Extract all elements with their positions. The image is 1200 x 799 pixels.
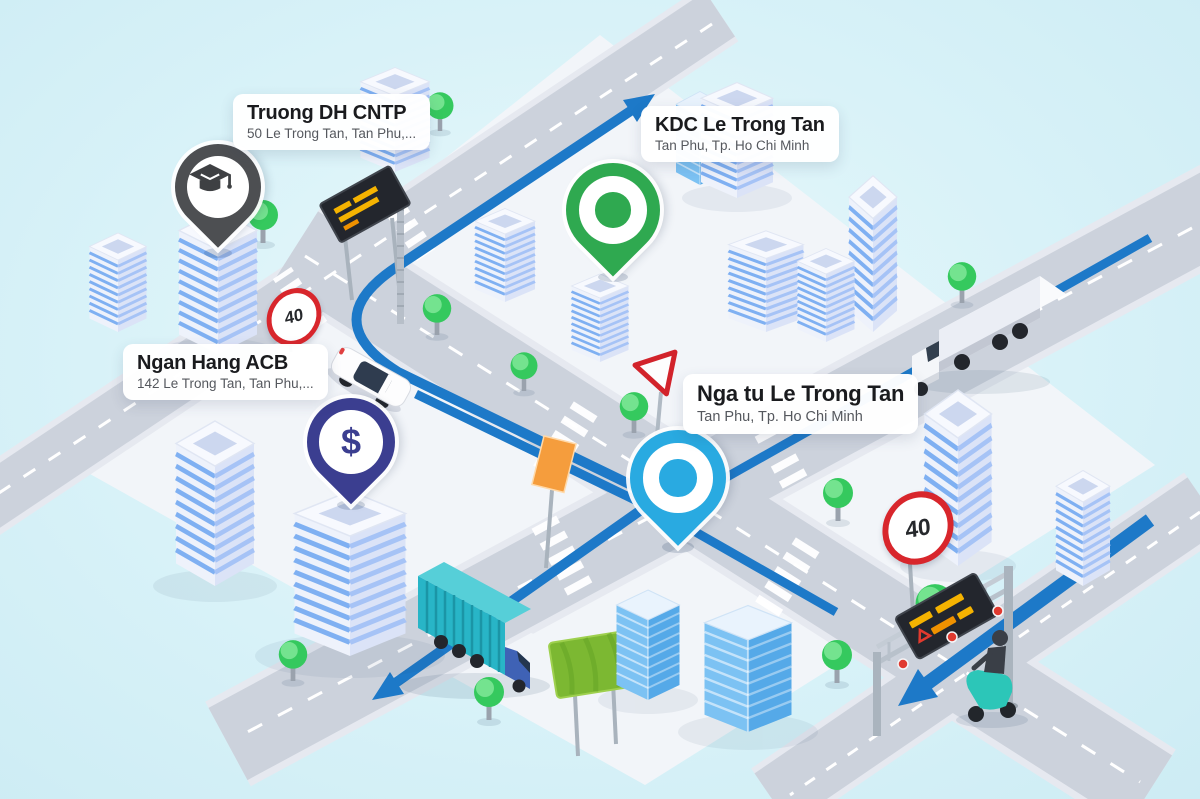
kdc-pin[interactable]: [546, 143, 680, 277]
box-truck: [910, 276, 1066, 396]
pin-face: [187, 156, 249, 218]
container-truck: [400, 562, 550, 699]
poi-subtitle: 50 Le Trong Tan, Tan Phu,...: [247, 126, 417, 142]
poi-card-kdc[interactable]: KDC Le Trong Tan Tan Phu, Tp. Ho Chi Min…: [641, 106, 839, 163]
graduation-cap-icon: [189, 164, 232, 192]
building: [569, 272, 631, 364]
poi-card-university[interactable]: Truong DH CNTP 50 Le Trong Tan, Tan Phu,…: [233, 94, 431, 151]
building: [295, 491, 406, 656]
poi-title: Nga tu Le Trong Tan: [697, 381, 905, 406]
university-pin[interactable]: [157, 126, 279, 248]
poi-title: KDC Le Trong Tan: [655, 114, 825, 136]
poi-subtitle: Tan Phu, Tp. Ho Chi Minh: [655, 138, 810, 154]
building: [176, 421, 254, 586]
dollar-icon: $: [340, 420, 361, 462]
tree: [426, 92, 454, 137]
route-lines: [351, 105, 1155, 691]
building: [473, 206, 537, 304]
poi-subtitle: Tan Phu, Tp. Ho Chi Minh: [697, 408, 863, 425]
blue-dot-icon: [659, 459, 697, 497]
building: [1054, 468, 1112, 588]
current-location-pin[interactable]: [610, 410, 746, 546]
arrow-southwest-left: [372, 672, 404, 700]
poi-card-bank[interactable]: Ngan Hang ACB 142 Le Trong Tan, Tan Phu,…: [123, 344, 328, 401]
poi-title: Truong DH CNTP: [247, 102, 407, 124]
speed-limit-value: 40: [283, 304, 305, 329]
tree: [474, 677, 504, 726]
route-arrows: [372, 94, 938, 706]
building: [849, 176, 897, 332]
car: [326, 347, 412, 412]
building: [795, 246, 857, 344]
pin-face: [643, 443, 713, 513]
speed-limit-value: 40: [904, 512, 932, 543]
pin-shadows: [204, 248, 694, 553]
scooter: [956, 630, 1028, 728]
building: [726, 228, 806, 334]
tree: [822, 640, 852, 689]
glass-building: [615, 588, 681, 702]
bank-pin[interactable]: $: [288, 379, 414, 505]
poi-subtitle: 142 Le Trong Tan, Tan Phu,...: [137, 376, 314, 392]
orange-sign: [531, 435, 577, 569]
green-dot-icon: [595, 192, 631, 228]
gantry-sign: [873, 566, 1018, 736]
glass-building: [703, 604, 793, 734]
building: [87, 231, 149, 334]
arrow-southwest-right: [898, 669, 938, 706]
arrow-northeast: [623, 94, 655, 122]
poi-title: Ngan Hang ACB: [137, 352, 289, 374]
poi-card-intersection[interactable]: Nga tu Le Trong Tan Tan Phu, Tp. Ho Chi …: [683, 374, 919, 434]
pin-face: [579, 176, 647, 244]
led-road-sign: [319, 165, 411, 324]
pin-face: $: [319, 410, 383, 474]
